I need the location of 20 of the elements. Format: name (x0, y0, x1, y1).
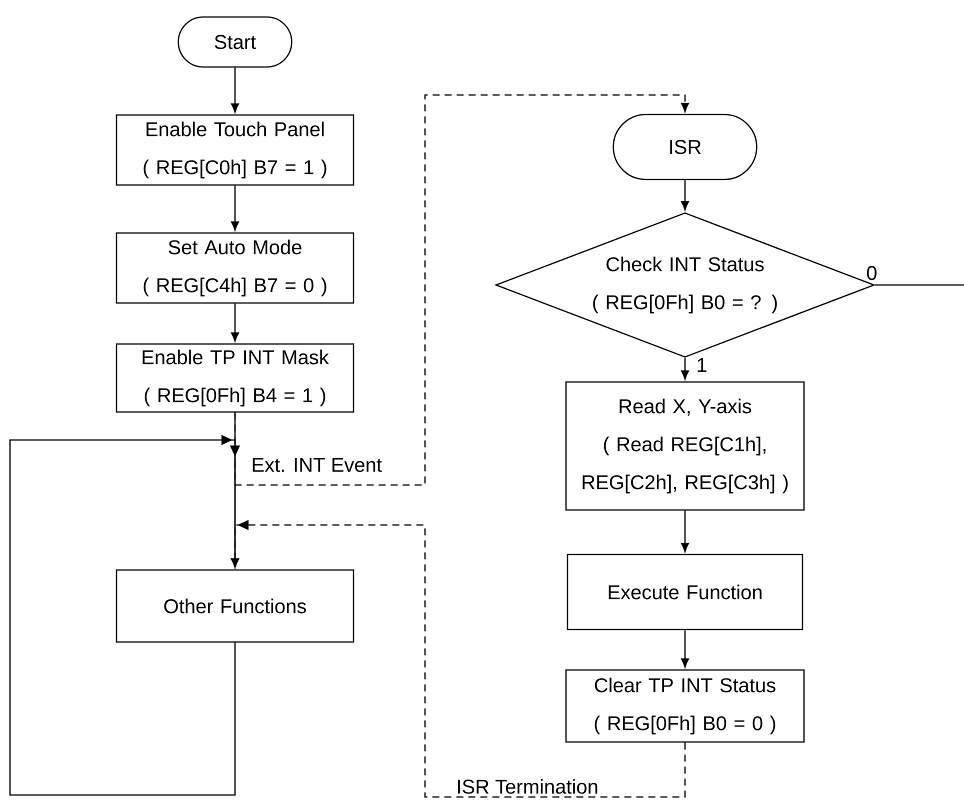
edge-label: 1 (695, 357, 708, 373)
edge-label: 0 (865, 264, 878, 282)
arrow (231, 68, 239, 113)
arrow (231, 186, 239, 231)
process-box: Enable TP INT Mask ( REG[0Fh] B4 = 1 ) (116, 343, 354, 413)
process-box: Enable Touch Panel ( REG[C0h] B7 = 1 ) (116, 114, 354, 186)
edge-label: ISR Termination (455, 778, 600, 795)
arrow (681, 510, 689, 552)
arrow (231, 304, 239, 342)
process-box: Set Auto Mode ( REG[C4h] B7 = 0 ) (116, 232, 354, 304)
process-box: Execute Function (566, 554, 804, 630)
arrow (681, 358, 689, 380)
process-box: Other Functions (116, 569, 354, 643)
process-box: Read X, Y-axis ( Read REG[C1h], REG[C2h], REG[C3h] ) (565, 381, 805, 511)
arrow (681, 180, 689, 210)
process-box: Clear TP INT Status ( REG[0Fh] B0 = 0 ) (565, 669, 805, 743)
arrow (681, 630, 689, 668)
arrow (234, 94, 689, 486)
arrow (231, 520, 686, 798)
edge-label: Ext. INT Event (250, 457, 383, 473)
